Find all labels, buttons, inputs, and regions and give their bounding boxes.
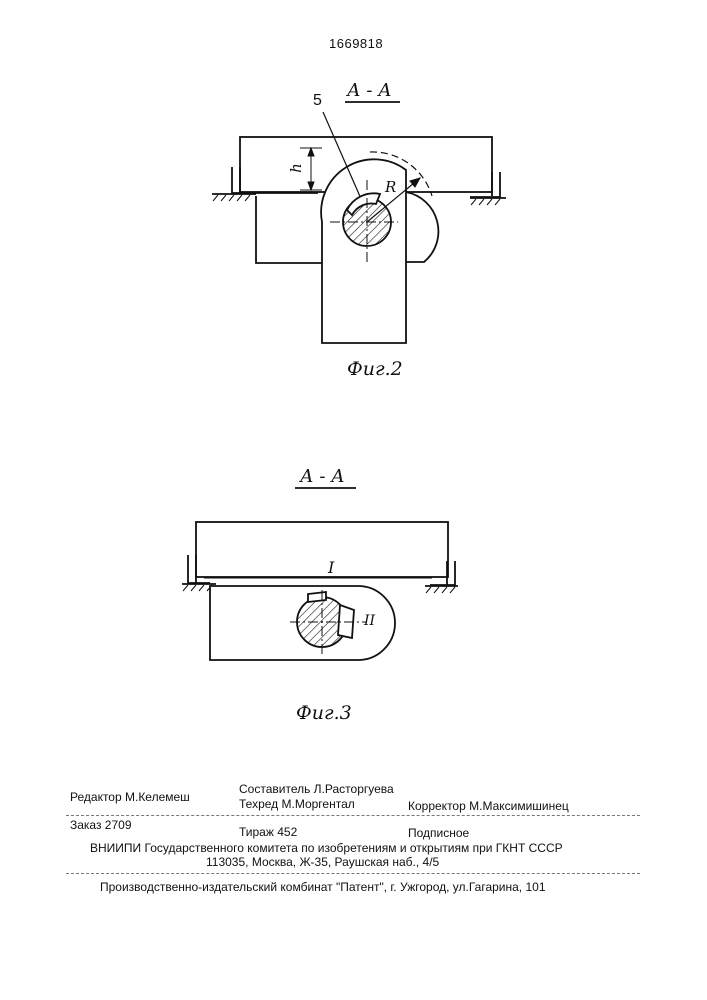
techred-line: Техред М.Моргентал bbox=[239, 797, 355, 811]
footer-divider-1 bbox=[66, 815, 640, 816]
printer-line: Производственно-издательский комбинат "П… bbox=[100, 880, 546, 894]
corrector-line: Корректор М.Максимишинец bbox=[408, 799, 569, 813]
fig3-section-label: А - А bbox=[300, 467, 345, 487]
circulation-line: Тираж 452 bbox=[239, 825, 297, 839]
address-line: 113035, Москва, Ж-35, Раушская наб., 4/5 bbox=[206, 855, 439, 869]
subscription-line: Подписное bbox=[408, 826, 469, 840]
fig3-position-I-label: I bbox=[328, 559, 334, 577]
footer-divider-2 bbox=[66, 873, 640, 874]
fig3-position-II-label: II bbox=[364, 613, 375, 629]
order-line: Заказ 2709 bbox=[70, 818, 132, 832]
vniipi-line: ВНИИПИ Государственного комитета по изоб… bbox=[90, 841, 563, 855]
compiler-line: Составитель Л.Расторгуева bbox=[239, 782, 394, 796]
fig3-caption: Фиг.3 bbox=[296, 702, 352, 724]
editor-line: Редактор М.Келемеш bbox=[70, 790, 190, 804]
